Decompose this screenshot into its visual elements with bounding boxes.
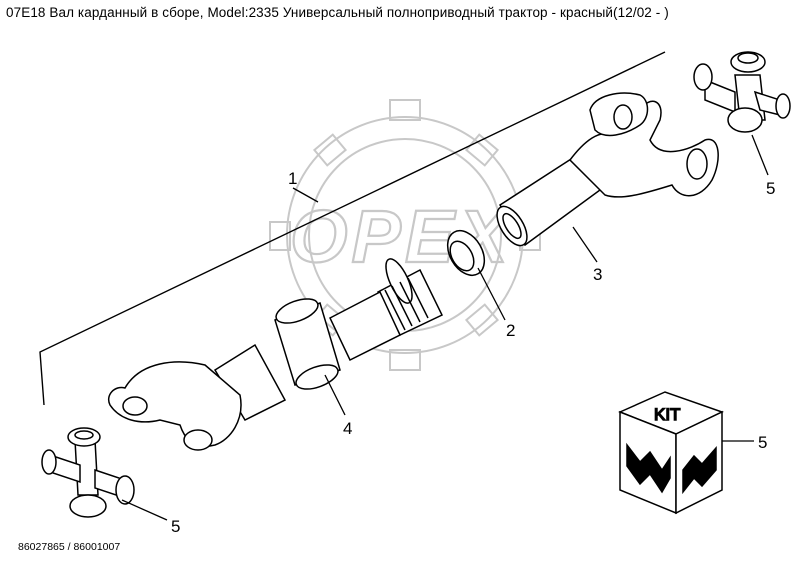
callout-5-top: 5 <box>766 179 775 198</box>
upper-yoke-tube <box>496 92 719 247</box>
assembly-outline <box>39 51 666 406</box>
leader-lines <box>121 134 769 521</box>
callout-5-bottom: 5 <box>171 517 180 536</box>
diagram-title: 07E18 Вал карданный в сборе, Model:2335 … <box>6 5 669 20</box>
callout-5-kit: 5 <box>758 433 767 452</box>
lower-yoke <box>108 361 242 451</box>
bottom-cross-journal <box>41 427 135 518</box>
kit-box: KIT <box>618 391 724 515</box>
callout-4: 4 <box>343 419 352 438</box>
seal-ring <box>446 229 486 277</box>
top-cross-journal <box>693 51 791 133</box>
callout-3: 3 <box>593 265 602 284</box>
lower-tube <box>213 298 341 421</box>
kit-label: KIT <box>654 405 680 424</box>
callout-1: 1 <box>288 169 297 188</box>
callout-2: 2 <box>506 321 515 340</box>
splined-shaft <box>329 258 444 362</box>
part-number-footer: 86027865 / 86001007 <box>18 541 121 553</box>
